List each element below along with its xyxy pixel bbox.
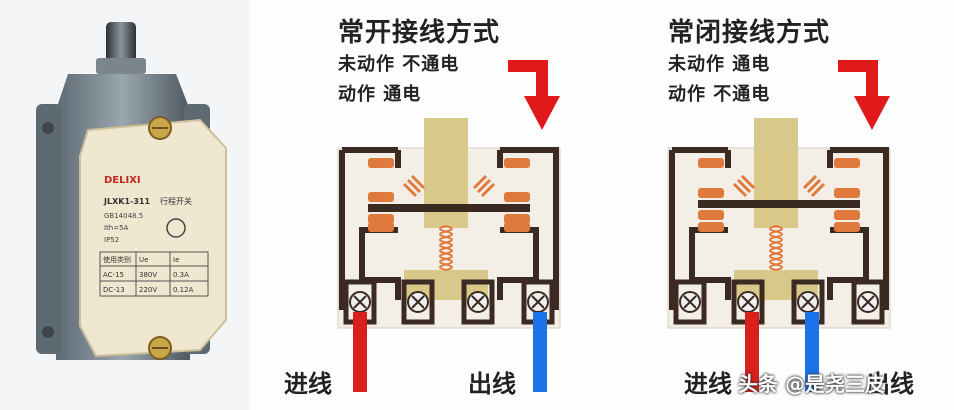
bridge-spring-right	[802, 174, 826, 198]
moving-bridge	[698, 200, 860, 208]
rating-cell: 220V	[139, 286, 157, 294]
standard-text: GB14048.5	[104, 212, 143, 220]
moving-contact-left	[368, 192, 394, 202]
plunger-rod	[106, 22, 136, 66]
fixed-contact-lower-right	[834, 222, 860, 232]
nc-state-active: 动作 不通电	[668, 84, 771, 105]
return-spring	[769, 225, 783, 271]
screw-slot	[471, 295, 485, 309]
wire-in	[353, 312, 367, 392]
ccc-mark	[166, 218, 186, 238]
plunger	[754, 118, 798, 228]
fixed-contact-upper-left	[698, 158, 724, 168]
moving-contact-left-lower	[368, 214, 394, 224]
screw-slot	[861, 295, 875, 309]
moving-contact-right-lower	[504, 214, 530, 224]
terminal-post	[673, 279, 707, 325]
terminal-post	[401, 279, 435, 325]
rating-cell: DC-13	[103, 286, 125, 294]
moving-contact-right	[504, 192, 530, 202]
screw-slot	[683, 295, 697, 309]
brand-logo: DELIXI	[104, 175, 141, 186]
return-spring	[439, 225, 453, 271]
fixed-contact-lower-right	[504, 222, 530, 232]
mount-left	[36, 104, 62, 354]
screw-slot	[531, 295, 545, 309]
wire-out	[533, 312, 547, 392]
moving-contact-right-lower	[834, 210, 860, 220]
rating-cell: 0.3A	[173, 271, 189, 279]
moving-contact-left-lower	[698, 210, 724, 220]
fixed-contact-lower-left	[698, 222, 724, 232]
moving-contact-left	[698, 188, 724, 198]
fixed-contact-lower-left	[368, 222, 394, 232]
protection-text: IP52	[104, 236, 119, 244]
screw-slot	[411, 295, 425, 309]
rating-cell: 380V	[139, 271, 157, 279]
screw-slot	[741, 295, 755, 309]
fixed-contact-upper-right	[504, 158, 530, 168]
plunger-collar	[96, 58, 146, 74]
screw-slot	[801, 295, 815, 309]
housing-frame	[339, 147, 559, 310]
action-arrow	[508, 60, 560, 130]
rating-cell: 使用类别	[103, 255, 131, 264]
wire-out	[805, 312, 819, 392]
moving-contact-right	[834, 188, 860, 198]
model-text: JLXK1-311	[103, 197, 150, 206]
nc-label-out: 出线	[866, 370, 914, 398]
fixed-contact-upper-left	[368, 158, 394, 168]
type-text: 行程开关	[160, 196, 192, 206]
no-title: 常开接线方式	[338, 18, 501, 48]
no-label-in: 进线	[284, 370, 332, 398]
fixed-contact-upper-right	[834, 158, 860, 168]
limit-switch-photo: DELIXI JLXK1-311 行程开关 GB14048.5 Ith=5A I…	[36, 22, 227, 360]
action-arrow	[838, 60, 890, 130]
wire-in	[745, 312, 759, 392]
rating-cell: Ue	[139, 256, 148, 264]
nc-title: 常闭接线方式	[668, 18, 831, 48]
bridge-spring-right	[472, 174, 496, 198]
no-state-rest: 未动作 不通电	[338, 54, 460, 75]
rating-cell: Ie	[173, 256, 179, 264]
terminal-post	[851, 279, 885, 325]
watermark: 头条 @是尧三皮	[738, 372, 885, 396]
bridge-spring-left	[732, 174, 756, 198]
bridge-spring-left	[402, 174, 426, 198]
rating-cell: 0.12A	[173, 286, 194, 294]
rating-cell: AC-15	[103, 271, 124, 279]
current-text: Ith=5A	[104, 224, 129, 232]
no-label-out: 出线	[468, 370, 516, 398]
screw-slot	[353, 295, 367, 309]
nc-label-in: 进线	[684, 370, 732, 398]
no-state-active: 动作 通电	[338, 84, 422, 105]
terminal-post	[461, 279, 495, 325]
housing-frame	[669, 147, 889, 310]
moving-bridge	[368, 204, 530, 212]
nc-state-rest: 未动作 通电	[668, 54, 771, 75]
